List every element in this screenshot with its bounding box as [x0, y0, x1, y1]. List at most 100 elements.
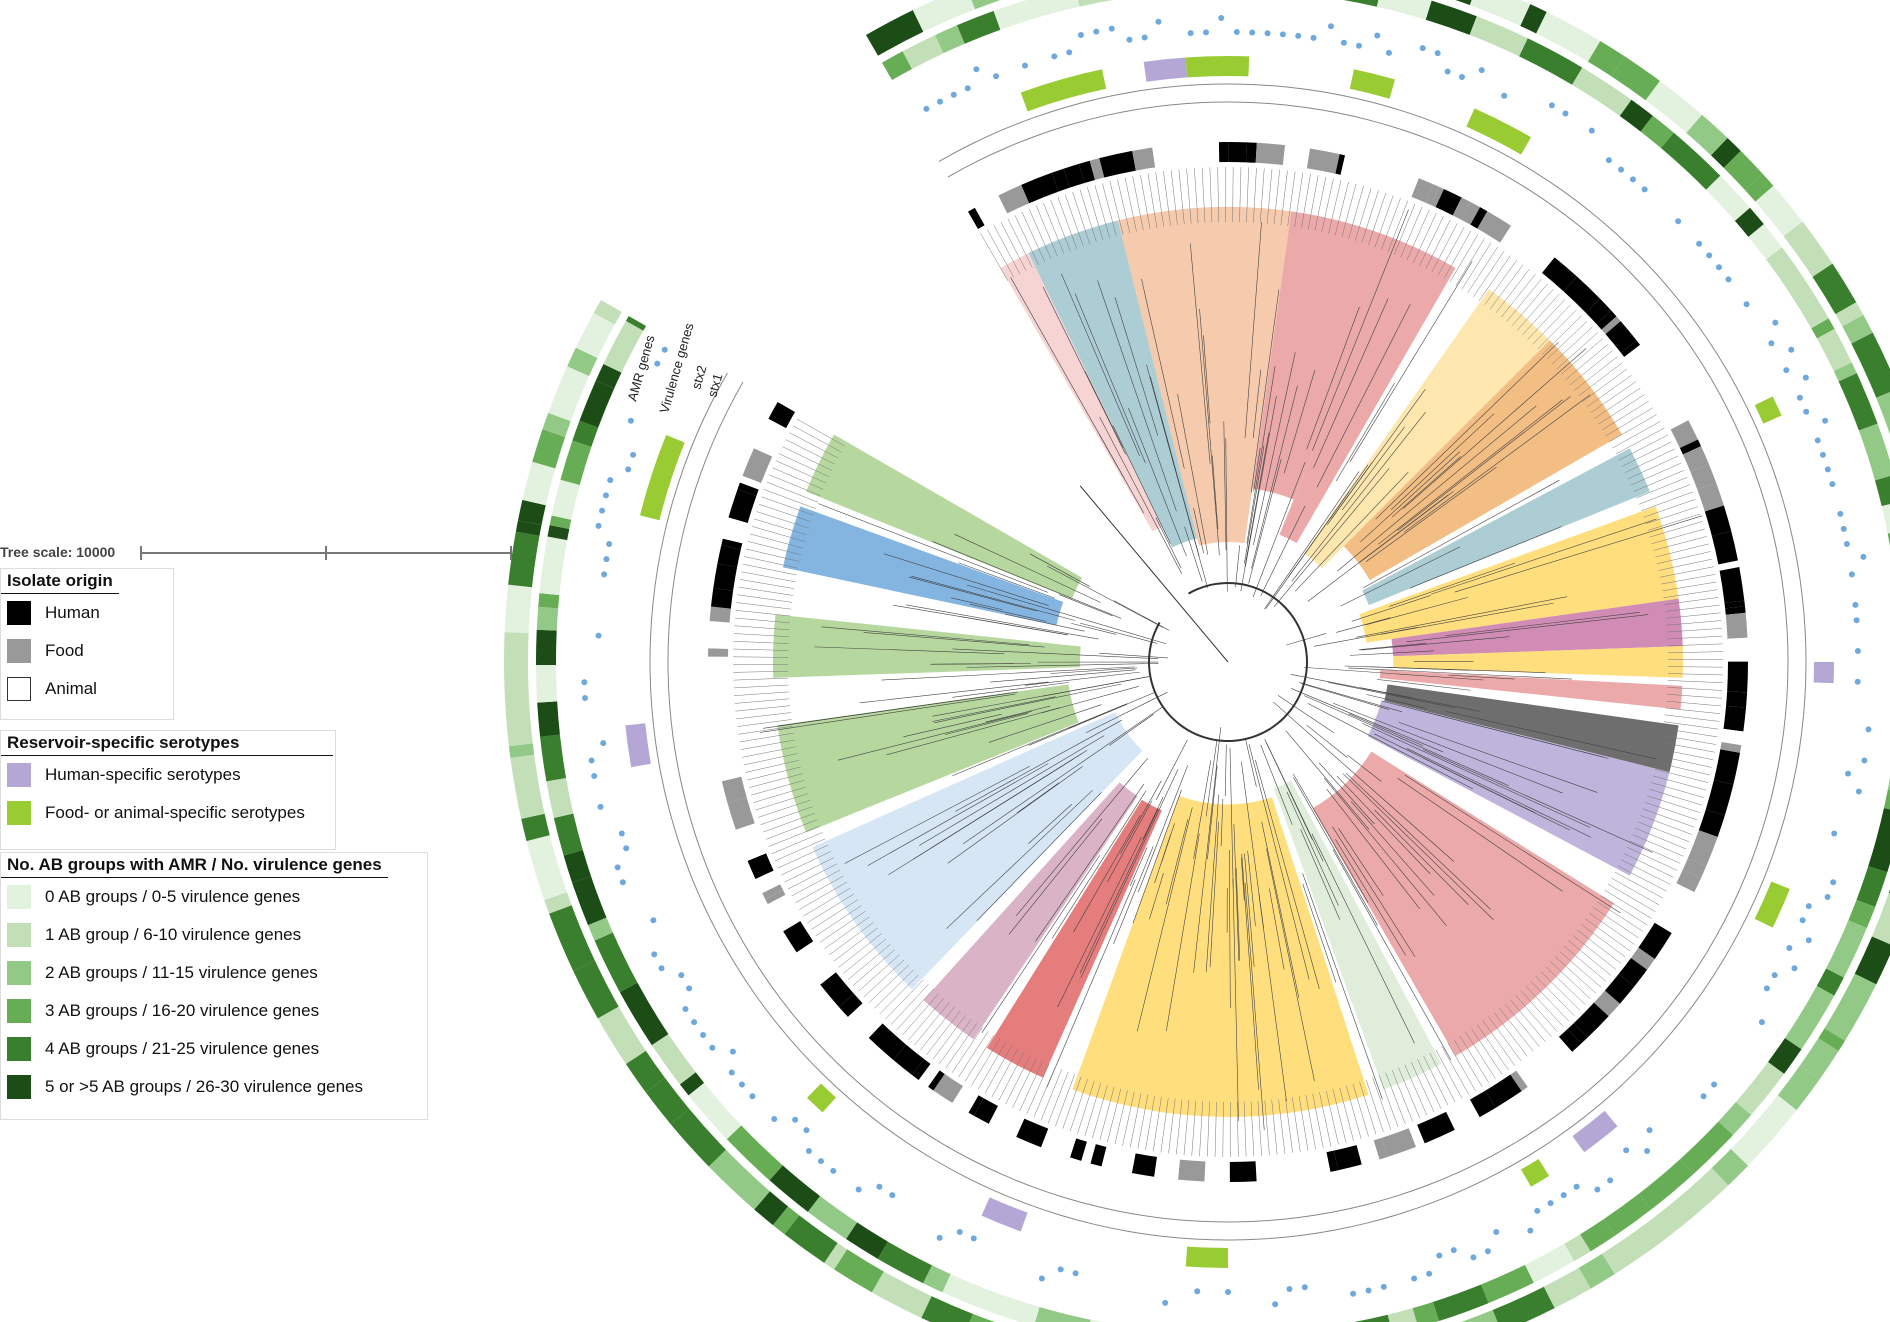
tip-label — [772, 467, 824, 490]
tree-branch — [1229, 747, 1234, 889]
tip-label — [1644, 802, 1698, 821]
tip-label — [1618, 434, 1668, 461]
isolate-origin-segment — [1041, 1128, 1077, 1158]
tree-branch — [1244, 432, 1270, 568]
origin-legend-item: Animal — [1, 670, 173, 708]
virulence-dot — [618, 830, 625, 837]
tree-branch — [958, 562, 1056, 599]
tree-branch — [1155, 517, 1182, 569]
tip-label — [1040, 1069, 1062, 1121]
virulence-dot — [1419, 45, 1426, 52]
serotype-marker — [1020, 69, 1107, 112]
virulence-dot — [619, 879, 626, 886]
tree-branch — [1291, 688, 1444, 753]
isolate-origin-segment — [1727, 637, 1748, 656]
tree-branch — [1306, 724, 1348, 758]
tip-label — [1055, 1074, 1075, 1127]
virulence-dot — [923, 105, 930, 112]
tip-label — [938, 1019, 972, 1065]
virulence-gene-segment — [1874, 476, 1890, 507]
tip-label — [1400, 206, 1423, 258]
tip-label — [1664, 597, 1719, 605]
amr-gene-segment — [508, 743, 535, 758]
virulence-gene-segment — [1432, 1284, 1489, 1322]
tip-label — [755, 793, 809, 811]
tip-label — [1667, 673, 1723, 676]
virulence-gene-segment — [594, 932, 638, 993]
tip-label — [778, 453, 830, 477]
isolate-origin-segment — [1516, 1056, 1548, 1087]
tree-branch — [1220, 798, 1224, 847]
isolate-origin-segment — [1286, 1155, 1313, 1179]
tip-label — [734, 625, 790, 631]
tip-label — [1506, 278, 1542, 322]
tip-label — [1199, 1101, 1203, 1157]
tip-label — [1107, 1088, 1122, 1143]
virulence-gene-segment — [1077, 0, 1113, 7]
tree-root-branch — [1079, 485, 1229, 663]
amr-gene-segment — [508, 531, 540, 588]
tree-branch — [1146, 364, 1176, 471]
tree-branch — [1099, 652, 1168, 659]
tree-branch — [1397, 777, 1563, 892]
tip-label — [1084, 1083, 1102, 1136]
virulence-dot — [1700, 1093, 1707, 1100]
tip-label — [1624, 853, 1674, 878]
isolate-origin-segment — [709, 606, 731, 623]
virulence-gene-segment — [1425, 0, 1477, 35]
tip-label — [1319, 1092, 1332, 1147]
amr-swatch — [7, 999, 31, 1023]
tip-label — [1572, 935, 1617, 970]
origin-legend-item: Food — [1, 632, 173, 670]
tree-branch — [1261, 821, 1300, 998]
virulence-dot — [1051, 53, 1058, 60]
amr-gene-segment — [521, 813, 550, 842]
tip-label — [1014, 215, 1039, 265]
virulence-dot — [627, 417, 634, 424]
tree-branch — [1224, 744, 1227, 797]
tree-branch — [909, 576, 1038, 612]
tip-label — [743, 753, 798, 766]
virulence-dot — [595, 522, 602, 529]
tree-branch — [1374, 733, 1536, 814]
tree-branch — [1203, 335, 1211, 424]
stx2-ring-label: stx2 — [688, 364, 709, 391]
tip-label — [1568, 940, 1612, 976]
tip-label — [1222, 1101, 1224, 1157]
virulence-gene-segment — [1826, 920, 1867, 978]
tree-branch — [1318, 762, 1375, 825]
tip-label — [1287, 171, 1296, 227]
tree-branch — [1232, 878, 1239, 1121]
virulence-dot — [623, 845, 630, 852]
virulence-dot — [889, 1192, 896, 1199]
serotype-marker — [807, 1083, 836, 1113]
tip-label — [1264, 1100, 1270, 1156]
isolate-origin-segment — [1132, 147, 1156, 171]
amr-gene-segment — [1461, 1310, 1498, 1322]
isolate-origin-segment — [1078, 160, 1096, 184]
virulence-gene-segment — [1680, 1121, 1733, 1174]
tip-label — [1394, 203, 1416, 255]
virulence-dot — [1845, 770, 1852, 777]
isolate-origin-segment — [713, 563, 738, 591]
tree-branch — [763, 691, 1019, 729]
virulence-dot — [1066, 49, 1073, 56]
tip-label — [978, 1041, 1007, 1090]
tip-label — [1077, 1081, 1095, 1134]
virulence-dot — [1865, 726, 1872, 733]
isolate-origin-segment — [1704, 505, 1732, 537]
isolate-origin-segment — [1601, 316, 1621, 335]
tree-branch — [1307, 703, 1473, 790]
tree-branch — [1113, 846, 1154, 945]
virulence-dot — [1805, 903, 1812, 910]
virulence-dot — [1623, 1147, 1630, 1154]
virulence-dot — [792, 1116, 799, 1123]
tip-label — [1581, 924, 1626, 958]
tree-branch — [952, 682, 1069, 698]
serotype-marker — [640, 434, 685, 521]
virulence-dot — [1534, 1207, 1541, 1214]
amr-gene-segment — [1686, 114, 1728, 156]
amr-gene-segment — [1777, 1065, 1820, 1111]
virulence-gene-segment — [679, 1072, 705, 1096]
amr-legend-label: 0 AB groups / 0-5 virulence genes — [45, 887, 301, 906]
